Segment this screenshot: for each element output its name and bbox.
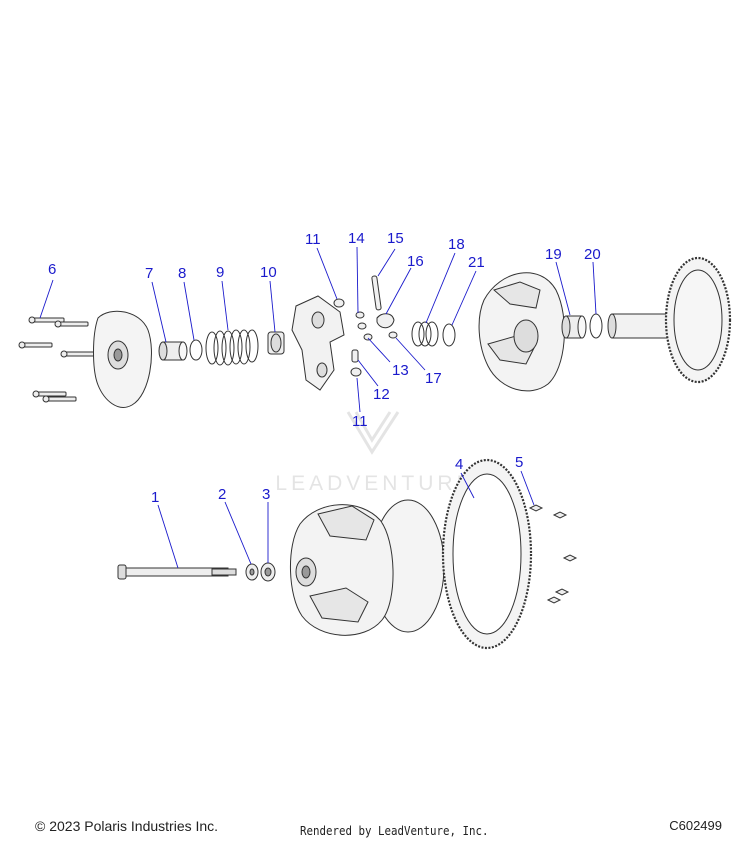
callout-15: 15: [387, 230, 404, 247]
callout-2: 2: [218, 486, 226, 503]
callout-17: 17: [425, 370, 442, 387]
part-10-retainer: [267, 331, 285, 355]
part-movable-sheave: [478, 272, 565, 392]
part-20-ring: [589, 313, 603, 339]
callout-4: 4: [455, 456, 463, 473]
part-6-bolts: [18, 316, 95, 403]
part-spider: [291, 295, 345, 391]
part-8-snap-ring: [189, 339, 203, 361]
callout-19: 19: [545, 246, 562, 263]
callout-16: 16: [407, 253, 424, 270]
leader-lines: [39, 246, 597, 569]
part-3-washer: [260, 562, 276, 582]
part-9-spring: [205, 329, 259, 366]
callout-11-top: 11: [305, 231, 321, 248]
callout-11-bottom: 11: [352, 413, 368, 430]
rendered-by-text: Rendered by LeadVenture, Inc.: [300, 824, 489, 838]
diagram-id: C602499: [669, 818, 722, 833]
part-18-rings: [411, 321, 439, 347]
callout-21: 21: [468, 254, 485, 271]
callout-5: 5: [515, 454, 523, 471]
part-21-ring: [442, 323, 456, 347]
watermark-text: LEADVENTURE: [275, 472, 474, 495]
callout-20: 20: [584, 246, 601, 263]
callout-8: 8: [178, 265, 186, 282]
callout-13: 13: [392, 362, 409, 379]
callout-labels: 6 7 8 9 10 11 14 15 16 18 21 19 20 13 17…: [48, 230, 601, 506]
callout-1: 1: [151, 489, 159, 506]
part-clutch-assembly: [289, 499, 445, 636]
callout-14: 14: [348, 230, 365, 247]
callout-18: 18: [448, 236, 465, 253]
callout-9: 9: [216, 264, 224, 281]
part-19-bushing: [561, 315, 587, 339]
watermark: LEADVENTURE: [275, 411, 474, 495]
part-7-bushing: [158, 341, 188, 361]
callout-10: 10: [260, 264, 277, 281]
part-1-bolt: [117, 564, 237, 580]
part-5-screws: [528, 504, 578, 604]
callout-6: 6: [48, 261, 56, 278]
copyright-text: © 2023 Polaris Industries Inc.: [35, 818, 219, 834]
callout-12: 12: [373, 386, 390, 403]
callout-7: 7: [145, 265, 153, 282]
part-2-washer: [245, 563, 259, 581]
callout-3: 3: [262, 486, 270, 503]
part-4-ring-gear: [441, 458, 533, 650]
part-cover-plate: [93, 310, 152, 408]
part-fixed-sheave-shaft: [607, 256, 732, 384]
part-rollers-pins: [333, 275, 398, 377]
